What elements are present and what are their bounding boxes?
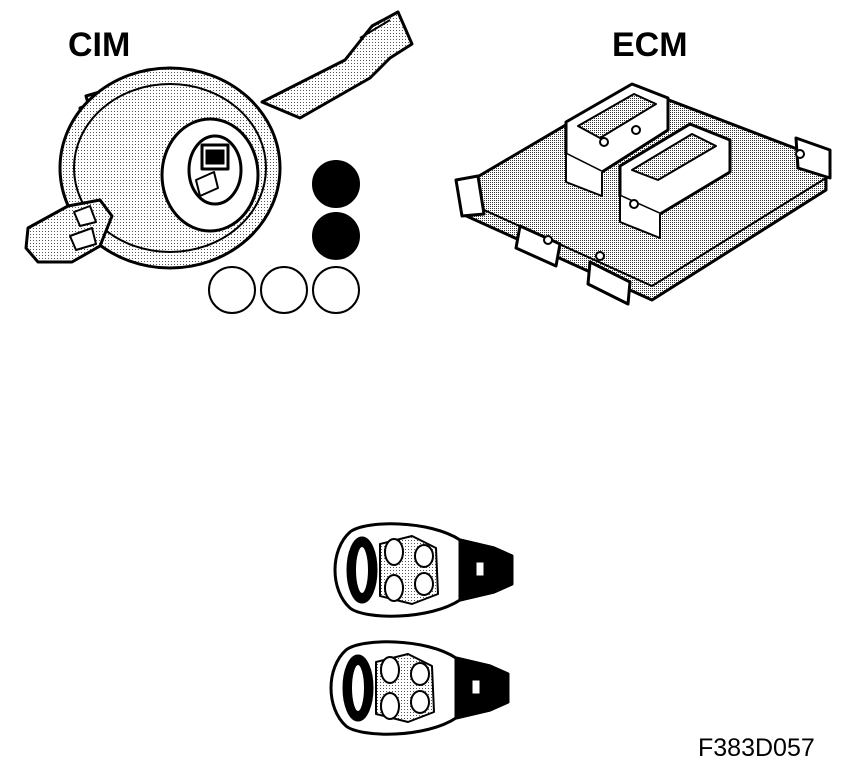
key-fob-icon (329, 640, 510, 736)
figure-id: F383D057 (698, 734, 815, 762)
indicator-empty-1 (208, 266, 256, 314)
indicator-filled-2 (312, 212, 360, 260)
cim-label: CIM (68, 26, 131, 64)
key-fob-icon (333, 522, 514, 618)
indicator-circles (208, 160, 360, 314)
indicator-empty-2 (260, 266, 308, 314)
cim-module-icon (24, 10, 414, 270)
ecm-module-icon (454, 82, 832, 306)
indicator-filled-1 (312, 160, 360, 208)
ecm-label: ECM (612, 26, 688, 64)
indicator-empty-3 (312, 266, 360, 314)
